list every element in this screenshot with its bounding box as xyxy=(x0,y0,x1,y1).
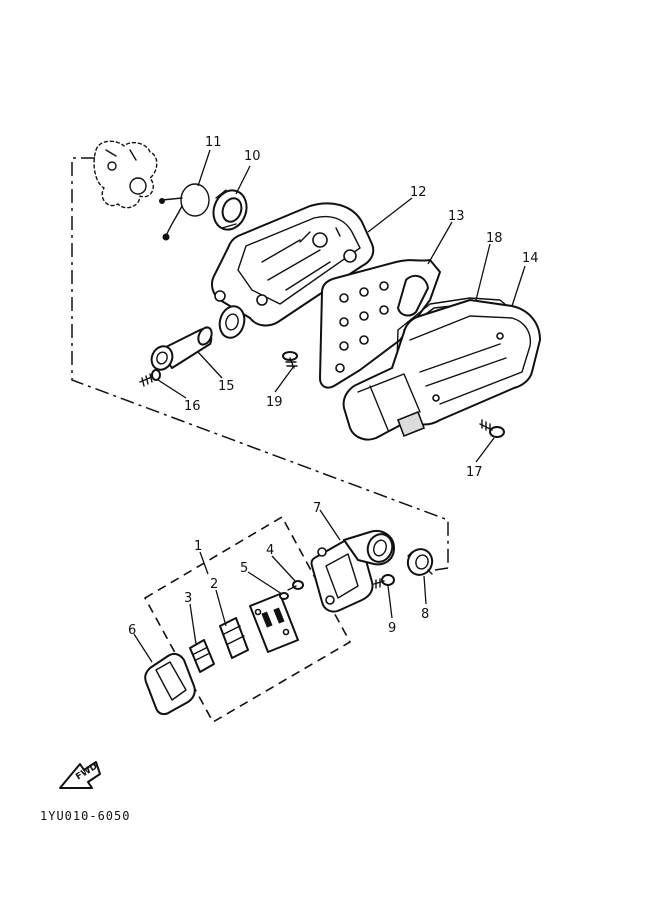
intake-pipe-part-15 xyxy=(150,326,213,371)
joint-ring-part-10 xyxy=(212,189,248,231)
drawing-code: 1YU010-6050 xyxy=(40,809,130,823)
hose-clip-part-11 xyxy=(159,183,210,241)
reed-valve-plate xyxy=(249,593,299,653)
callout-11: 11 xyxy=(205,135,222,150)
callout-9: 9 xyxy=(388,621,396,636)
gasket-part-6 xyxy=(144,652,196,716)
reference-frame-lines xyxy=(71,157,449,571)
callout-17: 17 xyxy=(466,465,483,480)
callout-6: 6 xyxy=(128,623,136,638)
callout-16: 16 xyxy=(184,399,201,414)
screw-part-4 xyxy=(287,580,304,591)
bolt-part-9 xyxy=(373,574,395,589)
air-cleaner-case-part-14 xyxy=(342,299,541,441)
clamp-part-8 xyxy=(406,548,434,576)
washer-part-5 xyxy=(279,592,289,600)
callout-numbers: 11 10 12 13 18 14 15 16 19 17 1 4 5 2 3 … xyxy=(128,135,539,638)
callout-14: 14 xyxy=(522,251,539,266)
reed-valve-part-3 xyxy=(189,639,215,673)
callout-13: 13 xyxy=(448,209,465,224)
screw-part-19 xyxy=(282,351,298,369)
screw-part-16 xyxy=(139,369,161,387)
callout-12: 12 xyxy=(410,185,427,200)
callout-8: 8 xyxy=(421,607,429,622)
reed-stopper-part-2 xyxy=(219,617,249,659)
engine-case-sketch xyxy=(93,140,158,209)
callout-18: 18 xyxy=(486,231,503,246)
carburetor-joint-part-7 xyxy=(310,530,395,613)
callout-10: 10 xyxy=(244,149,261,164)
callout-7: 7 xyxy=(313,501,321,516)
forward-arrow-icon: FWD xyxy=(59,761,101,789)
callout-19: 19 xyxy=(266,395,283,410)
callout-1: 1 xyxy=(194,539,202,554)
callout-4: 4 xyxy=(266,543,274,558)
reed-valve-assembly-box-part-1 xyxy=(143,515,352,724)
callout-5: 5 xyxy=(240,561,248,576)
callout-15: 15 xyxy=(218,379,235,394)
leader-lines xyxy=(133,149,526,663)
screw-part-17 xyxy=(479,419,505,438)
callout-3: 3 xyxy=(184,591,192,606)
air-cleaner-cap-part-12 xyxy=(211,202,375,339)
callout-2: 2 xyxy=(210,577,218,592)
element-part-13 xyxy=(319,259,441,389)
